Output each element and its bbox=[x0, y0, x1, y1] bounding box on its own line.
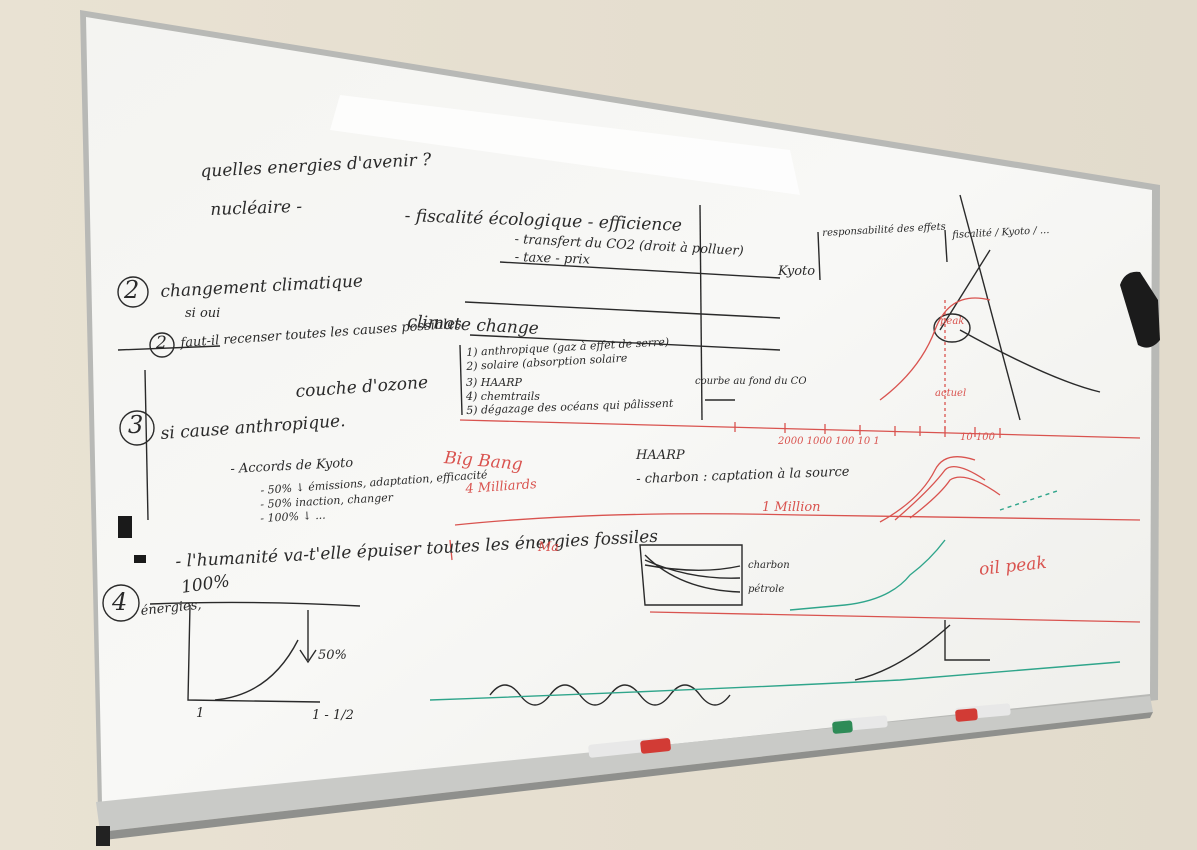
marker-green[interactable] bbox=[832, 715, 888, 734]
haarp: HAARP bbox=[636, 448, 685, 463]
cause-4: 4) chemtrails bbox=[466, 390, 540, 403]
actuel-label: actuel bbox=[935, 388, 967, 399]
nucleaire-label: nucléaire - bbox=[210, 196, 303, 220]
courbe-co: courbe au fond du CO bbox=[695, 376, 807, 387]
charbon-label: charbon bbox=[748, 560, 790, 571]
ticks-right: 10 100 bbox=[960, 432, 995, 443]
taxe-prix: - taxe - prix bbox=[514, 250, 591, 268]
marker-red-2[interactable] bbox=[955, 703, 1011, 722]
marker-red[interactable] bbox=[588, 736, 671, 758]
magnet-icon bbox=[118, 516, 132, 538]
whiteboard bbox=[86, 17, 1152, 804]
peak-label: peak bbox=[940, 316, 965, 327]
number-2b: 2 bbox=[156, 333, 167, 353]
cause-3: 3) HAARP bbox=[466, 376, 522, 389]
label-ma: Ma bbox=[538, 540, 560, 555]
petrole-label: pétrole bbox=[748, 584, 785, 595]
eraser-icon[interactable] bbox=[1120, 271, 1160, 348]
number-2: 2 bbox=[124, 276, 140, 304]
label-50pct: 50% bbox=[318, 648, 347, 663]
un-million: 1 Million bbox=[762, 500, 821, 515]
number-3: 3 bbox=[128, 411, 144, 439]
axis-1: 1 bbox=[196, 706, 205, 721]
timeline-ticks: 2000 1000 100 10 1 bbox=[778, 436, 880, 447]
axis-1-half: 1 - 1/2 bbox=[312, 708, 354, 723]
marker-tray bbox=[96, 696, 1153, 832]
number-4: 4 bbox=[112, 588, 128, 616]
si-oui: si oui bbox=[185, 306, 221, 321]
kyoto-label: Kyoto bbox=[778, 264, 816, 279]
